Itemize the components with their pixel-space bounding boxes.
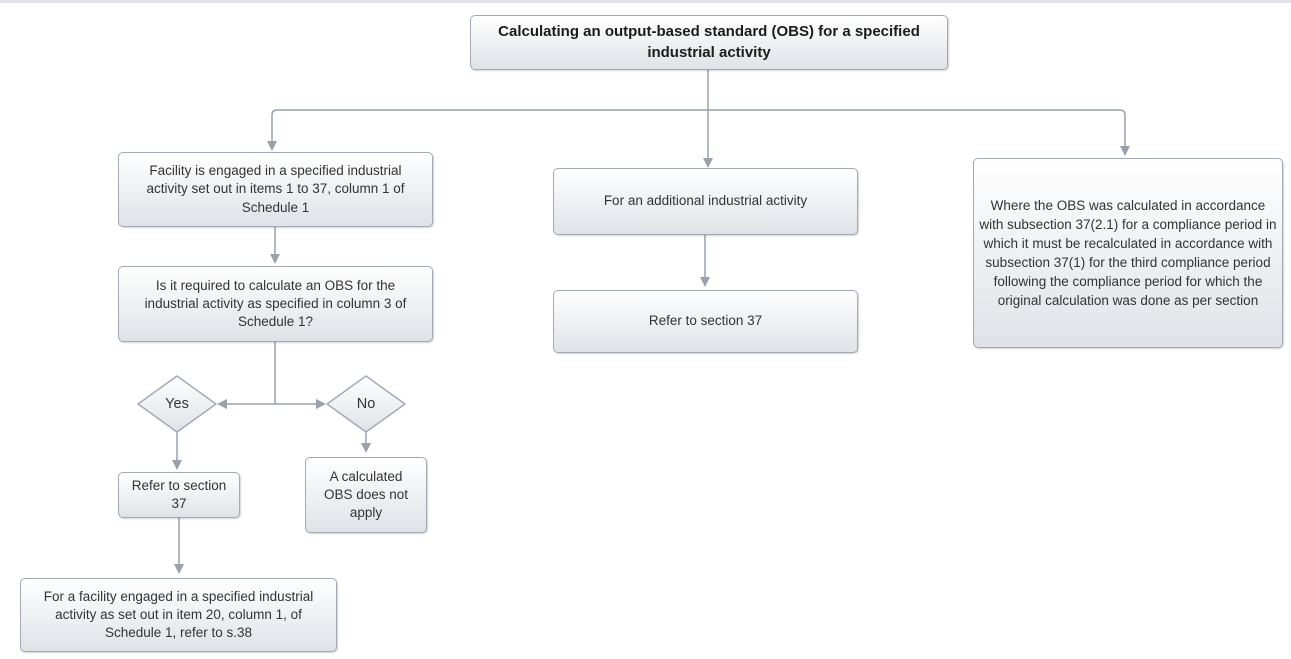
node-root: Calculating an output-based standard (OB… — [470, 15, 948, 70]
node-refer-section-37-middle-label: Refer to section 37 — [648, 313, 763, 329]
node-refer-section-37-left: Refer to section 37 — [118, 472, 240, 518]
node-root-label: Calculating an output-based standard (OB… — [498, 23, 920, 61]
node-facility-engaged: Facility is engaged in a specified indus… — [118, 152, 433, 227]
node-recalculation-note: Where the OBS was calculated in accordan… — [973, 158, 1283, 348]
node-obs-not-apply: A calculated OBS does not apply — [305, 457, 427, 533]
connector-root-to-facility — [267, 109, 708, 151]
node-refer-section-37-middle: Refer to section 37 — [553, 290, 858, 353]
node-additional-activity: For an additional industrial activity — [553, 168, 858, 235]
node-facility-engaged-label: Facility is engaged in a specified indus… — [146, 163, 405, 215]
node-obs-not-apply-label: A calculated OBS does not apply — [323, 468, 409, 521]
node-additional-activity-label: For an additional industrial activity — [603, 193, 808, 209]
connector-root-to-recalculation-note — [708, 109, 1130, 156]
node-obs-required-question: Is it required to calculate an OBS for t… — [118, 266, 433, 342]
node-refer-section-37-left-label: Refer to section 37 — [131, 477, 227, 511]
node-recalculation-note-label: Where the OBS was calculated in accordan… — [979, 198, 1277, 308]
top-edge-divider — [0, 0, 1291, 3]
node-item-20-note: For a facility engaged in a specified in… — [20, 578, 337, 652]
node-item-20-note-label: For a facility engaged in a specified in… — [43, 588, 314, 641]
node-obs-required-question-label: Is it required to calculate an OBS for t… — [144, 277, 407, 330]
decision-yes-shape — [137, 375, 217, 433]
decision-no-shape — [326, 375, 406, 433]
